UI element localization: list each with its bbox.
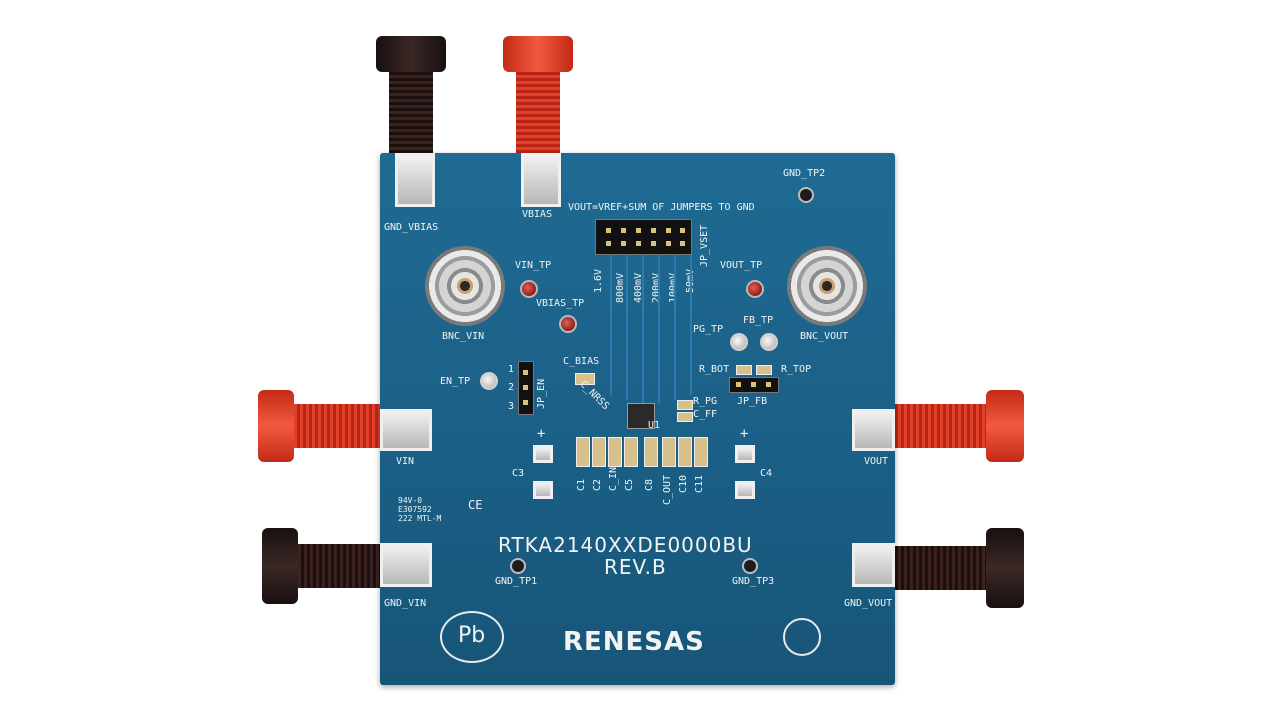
ce-mark: CE — [468, 498, 483, 512]
c3-plus: + — [537, 426, 546, 442]
c4-pad-neg — [735, 481, 755, 499]
gnd-tp1-testpoint[interactable] — [510, 558, 526, 574]
cap-label-c1: C1 — [576, 478, 587, 491]
jp-en-header[interactable] — [518, 361, 534, 415]
cap-c-in — [608, 437, 622, 467]
jp-en-pin-3: 3 — [508, 401, 515, 412]
ul-code: 222 MTL-M — [398, 514, 442, 523]
jp-vset-label: JP_VSET — [699, 224, 710, 267]
gnd-tp2-testpoint[interactable] — [798, 187, 814, 203]
cap-label-c11: C11 — [694, 474, 705, 493]
gnd-vin-label: GND_VIN — [384, 598, 427, 609]
u1-label: U1 — [648, 420, 661, 431]
jp-en-pin-2: 2 — [508, 382, 515, 393]
bnc-vin-label: BNC_VIN — [442, 331, 485, 342]
vin-tp-label: VIN_TP — [515, 260, 552, 271]
fb-tp-testpoint[interactable] — [760, 333, 778, 351]
vin-tp-testpoint[interactable] — [520, 280, 538, 298]
gnd-tp1-label: GND_TP1 — [495, 576, 538, 587]
renesas-logo: RENESAS — [563, 627, 705, 657]
jp-en-pin-1: 1 — [508, 364, 515, 375]
cap-c2 — [592, 437, 606, 467]
pg-tp-testpoint[interactable] — [730, 333, 748, 351]
gnd-vbias-label: GND_VBIAS — [384, 222, 439, 233]
gnd-vin-pad — [380, 543, 432, 587]
c-ff-capacitor — [677, 412, 693, 422]
vbias-tp-label: VBIAS_TP — [536, 298, 585, 309]
vset-label-1: 1.6V — [593, 268, 604, 293]
vbias-pad — [521, 153, 561, 207]
ul-file: E307592 — [398, 505, 432, 514]
bnc-vin-connector[interactable] — [425, 246, 505, 326]
jp-vset-header[interactable] — [595, 219, 692, 255]
r-top-label: R_TOP — [781, 364, 812, 375]
jp-fb-header[interactable] — [729, 377, 779, 393]
c4-pad-pos — [735, 445, 755, 463]
gnd-tp3-label: GND_TP3 — [732, 576, 775, 587]
fb-tp-label: FB_TP — [743, 315, 774, 326]
ul-mark: 94V-0 E307592 222 MTL-M — [398, 496, 468, 523]
pg-tp-label: PG_TP — [693, 324, 724, 335]
vout-label: VOUT — [864, 456, 889, 467]
bnc-vout-label: BNC_VOUT — [800, 331, 849, 342]
cap-label-c-out: C_OUT — [662, 474, 673, 505]
c3-pad-pos — [533, 445, 553, 463]
jp-fb-label: JP_FB — [737, 396, 768, 407]
vset-label-2: 800mV — [615, 272, 626, 303]
cap-label-c10: C10 — [678, 474, 689, 493]
r-pg-resistor — [677, 400, 693, 410]
gnd-vout-pad — [852, 543, 895, 587]
en-tp-testpoint[interactable] — [480, 372, 498, 390]
pb-mark: Pb — [458, 623, 486, 648]
ul-rating: 94V-0 — [398, 496, 423, 505]
c4-plus: + — [740, 426, 749, 442]
ic-u1 — [627, 403, 655, 429]
vout-tp-label: VOUT_TP — [720, 260, 763, 271]
c-ff-label: C_FF — [693, 409, 718, 420]
gnd-vbias-pad — [395, 153, 435, 207]
cap-label-c5: C5 — [624, 478, 635, 491]
vset-label-4: 200mV — [651, 272, 662, 303]
r-bot-resistor — [736, 365, 752, 375]
bnc-vout-connector[interactable] — [787, 246, 867, 326]
en-tp-label: EN_TP — [440, 376, 471, 387]
cap-c8 — [644, 437, 658, 467]
vbias-tp-testpoint[interactable] — [559, 315, 577, 333]
vin-post[interactable] — [258, 390, 398, 462]
cap-c1 — [576, 437, 590, 467]
cap-c5 — [624, 437, 638, 467]
pb-free-symbol: Pb — [440, 611, 504, 663]
gnd-vout-post[interactable] — [880, 528, 1024, 608]
vin-label: VIN — [396, 456, 415, 467]
part-number: RTKA2140XXDE0000BU — [498, 533, 753, 557]
cap-c10 — [678, 437, 692, 467]
vbias-label: VBIAS — [522, 209, 553, 220]
c3-label: C3 — [512, 468, 525, 479]
gnd-tp3-testpoint[interactable] — [742, 558, 758, 574]
vout-pad — [852, 409, 895, 451]
c-bias-capacitor — [575, 373, 595, 385]
revision: REV.B — [604, 555, 667, 579]
cap-label-c-in: C_IN — [608, 466, 619, 491]
cap-c-out — [662, 437, 676, 467]
vout-tp-testpoint[interactable] — [746, 280, 764, 298]
vout-formula-note: VOUT=VREF+SUM OF JUMPERS TO GND — [568, 202, 755, 213]
cap-label-c8: C8 — [644, 478, 655, 491]
cap-label-c2: C2 — [592, 478, 603, 491]
cap-c11 — [694, 437, 708, 467]
r-top-resistor — [756, 365, 772, 375]
esd-icon — [783, 618, 821, 656]
c-bias-label: C_BIAS — [563, 356, 600, 367]
jp-en-label: JP_EN — [536, 378, 547, 409]
gnd-vout-label: GND_VOUT — [844, 598, 893, 609]
c3-pad-neg — [533, 481, 553, 499]
vout-post[interactable] — [880, 390, 1024, 462]
vin-pad — [380, 409, 432, 451]
r-pg-label: R_PG — [693, 396, 718, 407]
pcb-board: GND_VBIAS VBIAS GND_TP2 VOUT=VREF+SUM OF… — [380, 153, 895, 685]
gnd-tp2-label: GND_TP2 — [783, 168, 826, 179]
c4-label: C4 — [760, 468, 773, 479]
r-bot-label: R_BOT — [699, 364, 730, 375]
